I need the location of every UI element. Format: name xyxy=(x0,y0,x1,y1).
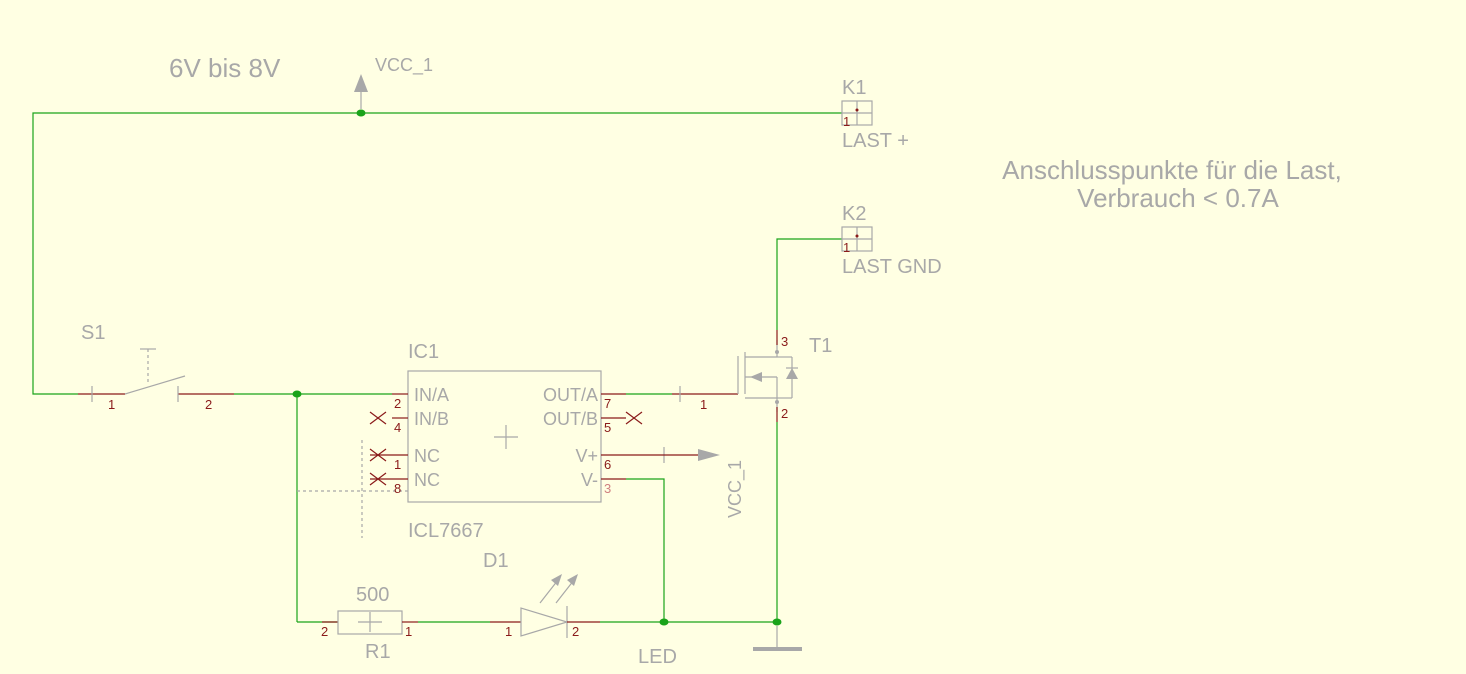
ic1-in-b: IN/B xyxy=(414,409,449,429)
ic1-in-a: IN/A xyxy=(414,385,449,405)
load-note-line2: Verbrauch < 0.7A xyxy=(1077,183,1279,213)
led-light-arrow-icon xyxy=(551,574,562,586)
ic1-pin-out-b: 5 xyxy=(604,420,611,435)
junction-supply xyxy=(356,109,366,117)
no-connect-icon xyxy=(369,411,387,425)
d1-pin1: 1 xyxy=(505,624,512,639)
ic1-pin-vplus: 6 xyxy=(604,457,611,472)
led-d1[interactable] xyxy=(490,574,600,638)
no-connect-icon xyxy=(625,411,643,425)
ic1-pin-vminus: 3 xyxy=(604,481,611,496)
vcc-port-label: VCC_1 xyxy=(725,460,746,518)
no-connect-icon xyxy=(369,472,387,486)
t1-pin-drain: 3 xyxy=(781,334,788,349)
wire-vminus[interactable] xyxy=(626,478,665,622)
switch-s1[interactable] xyxy=(78,348,234,402)
ic1-vplus: V+ xyxy=(575,446,598,466)
s1-ref: S1 xyxy=(81,322,105,344)
no-connect-icon xyxy=(369,448,387,462)
k1-ref: K1 xyxy=(842,77,866,99)
r1-pin2: 2 xyxy=(321,624,328,639)
k1-pin: 1 xyxy=(843,114,850,129)
junction-gnd xyxy=(772,618,782,626)
load-note-line1: Anschlusspunkte für die Last, xyxy=(1002,155,1342,185)
vcc-port[interactable] xyxy=(640,447,720,463)
connector-k2[interactable] xyxy=(841,226,873,252)
wire-drain-to-k2[interactable] xyxy=(776,238,842,330)
k2-label: LAST GND xyxy=(842,256,942,278)
k1-label: LAST + xyxy=(842,130,909,152)
ic1-pin-nc1: 1 xyxy=(394,457,401,472)
t1-pin-source: 2 xyxy=(781,406,788,421)
ground-icon xyxy=(753,647,802,651)
ic1-out-b: OUT/B xyxy=(543,409,598,429)
ic1-nc2: NC xyxy=(414,470,440,490)
guide-lines xyxy=(297,440,408,538)
ic1-nc1: NC xyxy=(414,446,440,466)
t1-pin-gate: 1 xyxy=(700,397,707,412)
supply-voltage-label: 6V bis 8V xyxy=(169,53,281,83)
supply-net-label: VCC_1 xyxy=(375,55,433,76)
ic1-ref: IC1 xyxy=(408,341,439,363)
wires xyxy=(32,112,842,623)
ic1-pin-in-b: 4 xyxy=(394,420,401,435)
r1-pin1: 1 xyxy=(405,624,412,639)
r1-ref: R1 xyxy=(365,641,391,663)
s1-pin2: 2 xyxy=(205,397,212,412)
connector-k1[interactable] xyxy=(841,100,873,126)
ic1-pin-nc2: 8 xyxy=(394,481,401,496)
t1-ref: T1 xyxy=(809,335,832,357)
mosfet-t1[interactable] xyxy=(672,330,798,422)
ic1-pin-in-a: 2 xyxy=(394,396,401,411)
ic1-value: ICL7667 xyxy=(408,520,484,542)
port-arrow-icon xyxy=(698,449,720,461)
k2-ref: K2 xyxy=(842,203,866,225)
r1-value: 500 xyxy=(356,584,389,606)
d1-pin2: 2 xyxy=(572,624,579,639)
junction-s1-ic1 xyxy=(292,390,302,398)
ic1-vminus: V- xyxy=(581,470,598,490)
supply-arrow-icon xyxy=(354,74,368,92)
k2-pin: 1 xyxy=(843,240,850,255)
junctions xyxy=(292,109,782,626)
ground-symbol[interactable] xyxy=(753,626,802,651)
ic1-body[interactable] xyxy=(407,370,602,503)
supply-symbol[interactable] xyxy=(354,74,368,109)
ic1-pin-out-a: 7 xyxy=(604,396,611,411)
ic1-pin-stubs xyxy=(370,393,640,480)
s1-pin1: 1 xyxy=(108,397,115,412)
junction-led xyxy=(659,618,669,626)
d1-value: LED xyxy=(638,646,677,668)
wire-supply-rail[interactable] xyxy=(32,112,842,395)
no-connect-markers xyxy=(369,411,643,486)
resistor-r1[interactable] xyxy=(322,610,418,635)
ic1-out-a: OUT/A xyxy=(543,385,598,405)
d1-ref: D1 xyxy=(483,550,509,572)
led-light-arrow-icon xyxy=(567,574,578,586)
